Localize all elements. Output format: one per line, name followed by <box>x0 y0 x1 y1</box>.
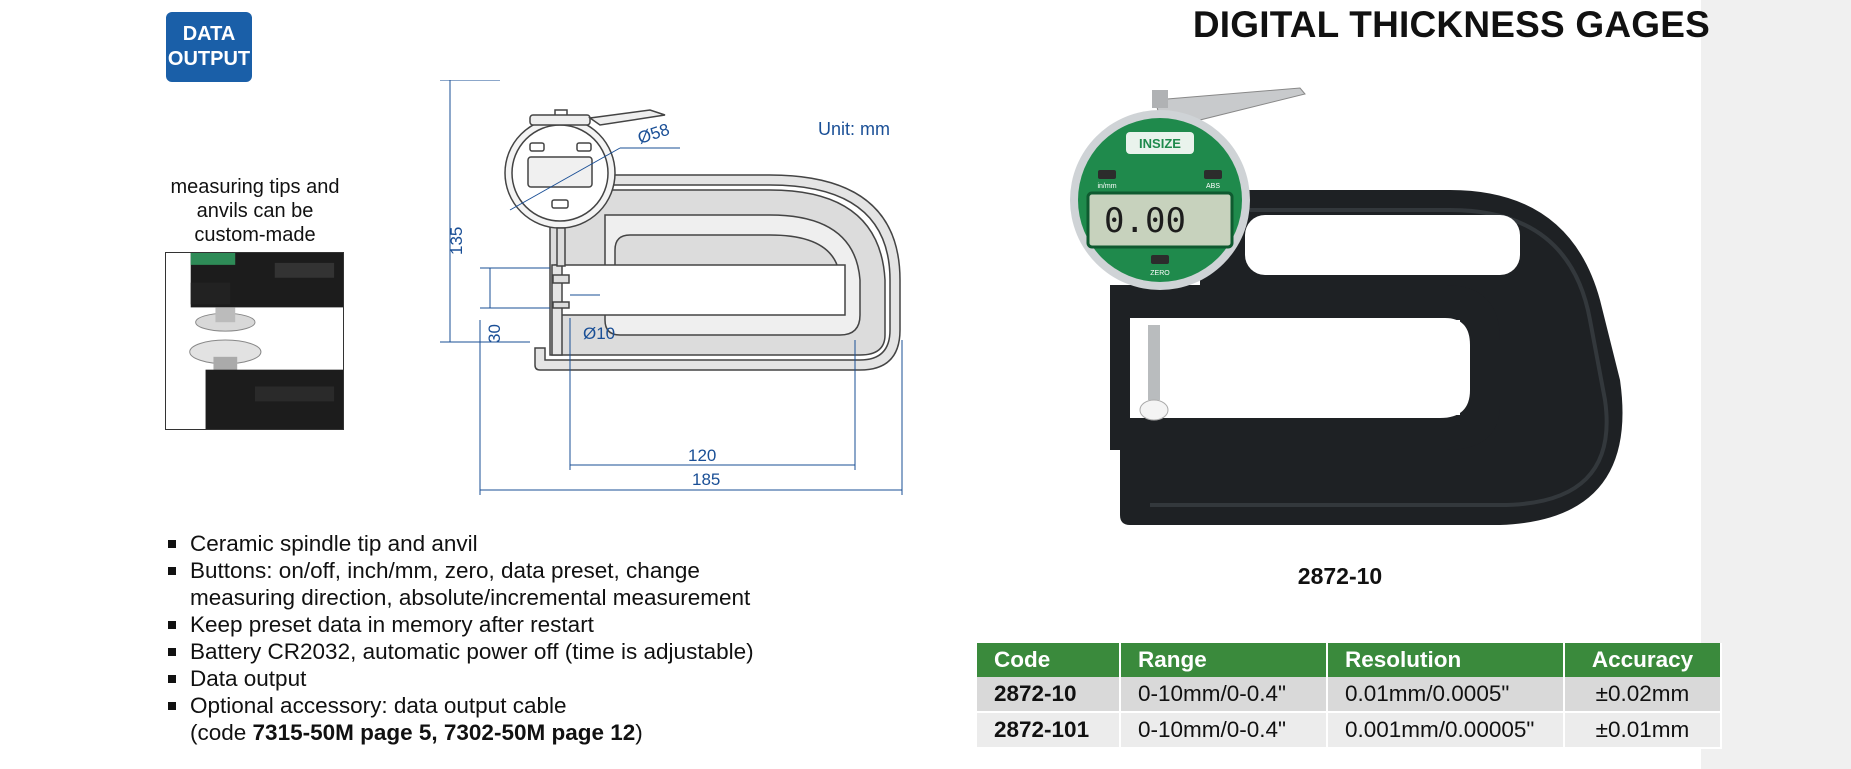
button-label-abs: ABS <box>1206 183 1220 190</box>
cell-accuracy: ±0.01mm <box>1564 712 1722 749</box>
cell-resolution: 0.001mm/0.00005" <box>1327 712 1565 749</box>
feature-text: Ceramic spindle tip and anvil <box>190 531 478 556</box>
accessory-codes: 7315-50M page 5, 7302-50M page 12 <box>252 720 636 745</box>
col-header-code: Code <box>977 643 1121 677</box>
feature-text: Battery CR2032, automatic power off (tim… <box>190 639 754 664</box>
col-header-accuracy: Accuracy <box>1564 643 1722 677</box>
spec-table: Code Range Resolution Accuracy 2872-10 0… <box>977 643 1722 749</box>
button-label-zero: ZERO <box>1150 270 1170 277</box>
dim-depth: 30 <box>485 324 504 343</box>
cell-accuracy: ±0.02mm <box>1564 677 1722 713</box>
col-header-resolution: Resolution <box>1327 643 1565 677</box>
brand-logo: INSIZE <box>1139 136 1181 151</box>
feature-item: Battery CR2032, automatic power off (tim… <box>160 638 754 665</box>
cell-range: 0-10mm/0-0.4" <box>1120 712 1328 749</box>
feature-text: Data output <box>190 666 307 691</box>
page-title: DIGITAL THICKNESS GAGES <box>1192 4 1710 45</box>
model-caption: 2872-10 <box>1297 563 1383 589</box>
table-row: 2872-101 0-10mm/0-0.4" 0.001mm/0.00005" … <box>977 712 1722 749</box>
feature-item: Data output <box>160 665 754 692</box>
feature-text: Buttons: on/off, inch/mm, zero, data pre… <box>190 558 700 583</box>
cell-range: 0-10mm/0-0.4" <box>1120 677 1328 713</box>
feature-text-prefix: (code <box>190 720 253 745</box>
feature-item: Buttons: on/off, inch/mm, zero, data pre… <box>160 557 754 611</box>
feature-text: Keep preset data in memory after restart <box>190 612 594 637</box>
badge-line-2: OUTPUT <box>167 48 251 70</box>
product-photo: INSIZE in/mm ABS 0.00 ZERO <box>1070 87 1623 525</box>
feature-item: Ceramic spindle tip and anvil <box>160 530 754 557</box>
tips-note: measuring tips and anvils can be custom-… <box>170 176 340 246</box>
feature-item: Keep preset data in memory after restart <box>160 611 754 638</box>
feature-text-continued: measuring direction, absolute/incrementa… <box>190 585 751 610</box>
data-output-badge: DATA OUTPUT <box>166 12 252 82</box>
technical-drawing: Ø58 135 30 Ø10 120 185 <box>440 80 903 495</box>
feature-list: Ceramic spindle tip and anvil Buttons: o… <box>160 530 754 746</box>
dim-diameter-dial: Ø58 <box>635 120 671 148</box>
dim-length: 185 <box>692 470 720 489</box>
table-row: 2872-10 0-10mm/0-0.4" 0.01mm/0.0005" ±0.… <box>977 677 1722 713</box>
page-margin-strip <box>1701 0 1851 769</box>
feature-item: Optional accessory: data output cable(co… <box>160 692 754 746</box>
badge-line-1: DATA <box>182 23 236 45</box>
button-label-in-mm: in/mm <box>1097 183 1116 190</box>
feature-text-suffix: ) <box>635 720 643 745</box>
cell-code: 2872-10 <box>977 677 1121 713</box>
measuring-tips-image <box>165 252 344 430</box>
spec-header-row: Code Range Resolution Accuracy <box>977 643 1722 677</box>
col-header-range: Range <box>1120 643 1328 677</box>
unit-label: Unit: mm <box>818 119 890 139</box>
cell-code: 2872-101 <box>977 712 1121 749</box>
feature-text: Optional accessory: data output cable <box>190 693 567 718</box>
cell-resolution: 0.01mm/0.0005" <box>1327 677 1565 713</box>
dim-height: 135 <box>447 227 466 255</box>
lcd-reading: 0.00 <box>1104 201 1186 241</box>
dim-tip: Ø10 <box>583 324 615 343</box>
dim-throat: 120 <box>688 446 716 465</box>
